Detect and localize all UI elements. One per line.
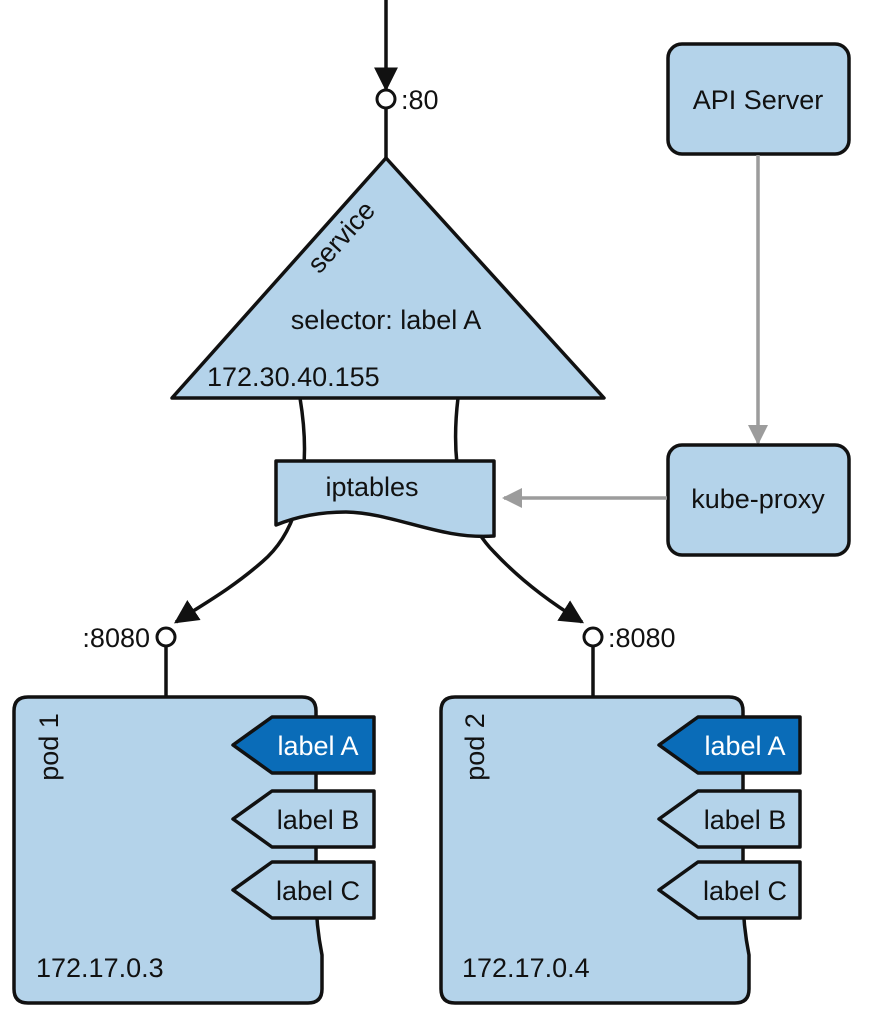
pod2-ip: 172.17.0.4 [462,953,590,983]
label-tag-shape [231,715,376,775]
service-port-label: :80 [401,85,439,115]
pod2-port-label: :8080 [608,623,676,653]
label-tag-shape [231,860,376,920]
service-ip: 172.30.40.155 [207,362,380,392]
iptables-label: iptables [325,472,418,502]
pod1-label-tag-c: label C [231,860,376,920]
pod2-port-icon [582,626,604,648]
pod2-label-tag-c: label C [657,860,802,920]
label-tag-text: label C [276,876,360,906]
pod-1: :8080 pod 1 172.17.0.3 label A label B l… [12,623,376,1005]
label-tag-text: label A [704,731,785,761]
service-triangle [170,156,606,400]
label-tag-text: label B [704,805,787,835]
service-selector: selector: label A [291,305,482,335]
iptables-box [274,459,496,539]
pod2-name: pod 2 [460,713,490,781]
pod-2: :8080 pod 2 172.17.0.4 label A label B l… [439,623,802,1005]
kube-proxy-box [666,443,851,557]
api-server-box [666,42,851,156]
pod2-label-tag-a: label A [657,715,802,775]
kube-proxy-label: kube-proxy [691,484,825,514]
api-server-label: API Server [693,85,824,115]
pod1-port-icon [155,626,177,648]
pod1-label-tag-b: label B [231,789,376,849]
pod1-name: pod 1 [34,713,64,781]
service-to-pod1-arrow [174,397,307,624]
pod1-label-tag-a: label A [231,715,376,775]
label-tag-text: label A [277,731,358,761]
pod2-box [439,695,751,1005]
label-tag-shape [657,715,802,775]
label-tag-shape [657,860,802,920]
pod2-label-tag-b: label B [657,789,802,849]
pod1-ip: 172.17.0.3 [36,953,164,983]
label-tag-text: label C [703,876,787,906]
label-tag-text: label B [277,805,360,835]
pod1-port-label: :8080 [82,623,150,653]
service-port-icon [375,88,397,110]
label-tag-shape [231,789,376,849]
label-tag-shape [657,789,802,849]
pod1-box [12,695,324,1005]
service-to-pod2-arrow [453,397,585,624]
